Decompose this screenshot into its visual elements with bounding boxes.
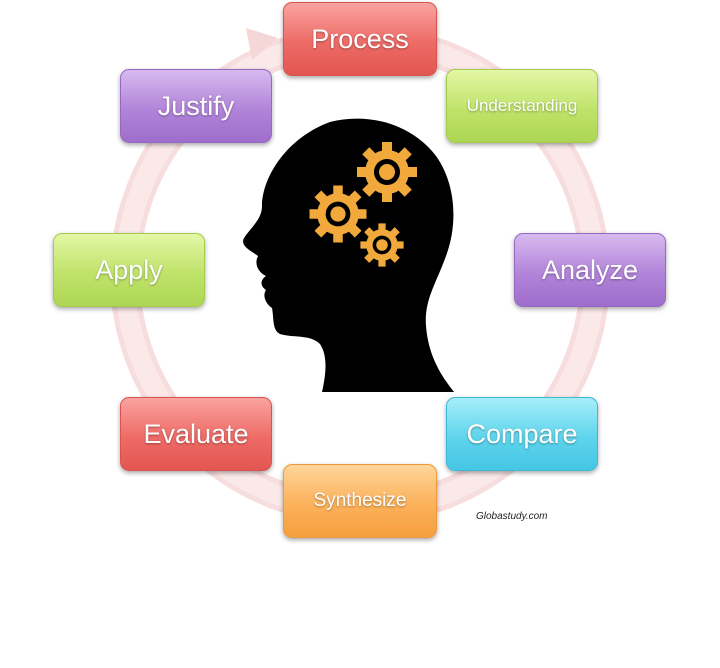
node-process: Process xyxy=(283,2,437,76)
credit-text: Globastudy.com xyxy=(476,511,548,522)
gear-large-icon xyxy=(357,142,417,202)
node-synthesize: Synthesize xyxy=(283,464,437,538)
gear-medium-icon xyxy=(309,185,367,243)
node-label: Evaluate xyxy=(143,418,249,449)
gear-small-icon xyxy=(360,223,404,267)
node-label: Synthesize xyxy=(313,490,407,511)
node-analyze: Analyze xyxy=(514,233,666,307)
node-understanding: Understanding xyxy=(446,69,598,143)
node-evaluate: Evaluate xyxy=(120,397,272,471)
node-label: Analyze xyxy=(541,254,639,285)
node-label: Understanding xyxy=(466,96,578,115)
node-label: Apply xyxy=(95,254,163,285)
node-label: Justify xyxy=(157,90,235,121)
node-justify: Justify xyxy=(120,69,272,143)
arrow-head-icon xyxy=(246,28,278,60)
node-compare: Compare xyxy=(446,397,598,471)
node-label: Compare xyxy=(466,418,578,449)
node-apply: Apply xyxy=(53,233,205,307)
node-label: Process xyxy=(311,23,409,54)
